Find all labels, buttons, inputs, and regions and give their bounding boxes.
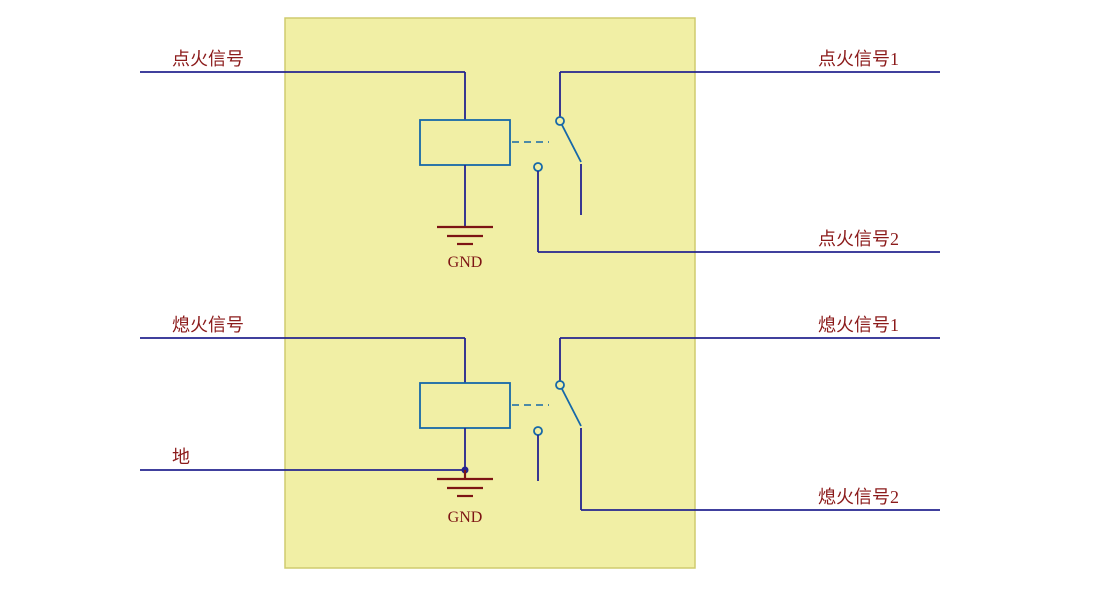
switch-pivot-flameout — [555, 380, 565, 390]
net-label-flameout-output2: 熄火信号2 — [818, 487, 899, 507]
net-label-ground-rail: 地 — [172, 447, 190, 467]
switch-blade-ignition — [561, 124, 582, 163]
ground-symbol-flameout — [437, 470, 493, 498]
net-label-flameout-input: 熄火信号 — [172, 315, 244, 335]
ignition-relay-circuit: 点火信号 GND 点火信号1 — [140, 49, 940, 271]
net-label-ignition-output1: 点火信号1 — [818, 49, 899, 69]
module-block — [284, 17, 696, 569]
net-label-ignition-input: 点火信号 — [172, 49, 244, 69]
switch-blade-flameout — [561, 388, 582, 427]
switch-pivot-ignition — [555, 116, 565, 126]
ground-symbol-ignition — [437, 225, 493, 246]
net-label-flameout-output1: 熄火信号1 — [818, 315, 899, 335]
net-label-ignition-output2: 点火信号2 — [818, 229, 899, 249]
gnd-label-ignition: GND — [448, 254, 483, 271]
gnd-label-flameout: GND — [448, 509, 483, 526]
flameout-relay-circuit: 熄火信号 地 GND 熄火信号1 — [140, 315, 940, 526]
